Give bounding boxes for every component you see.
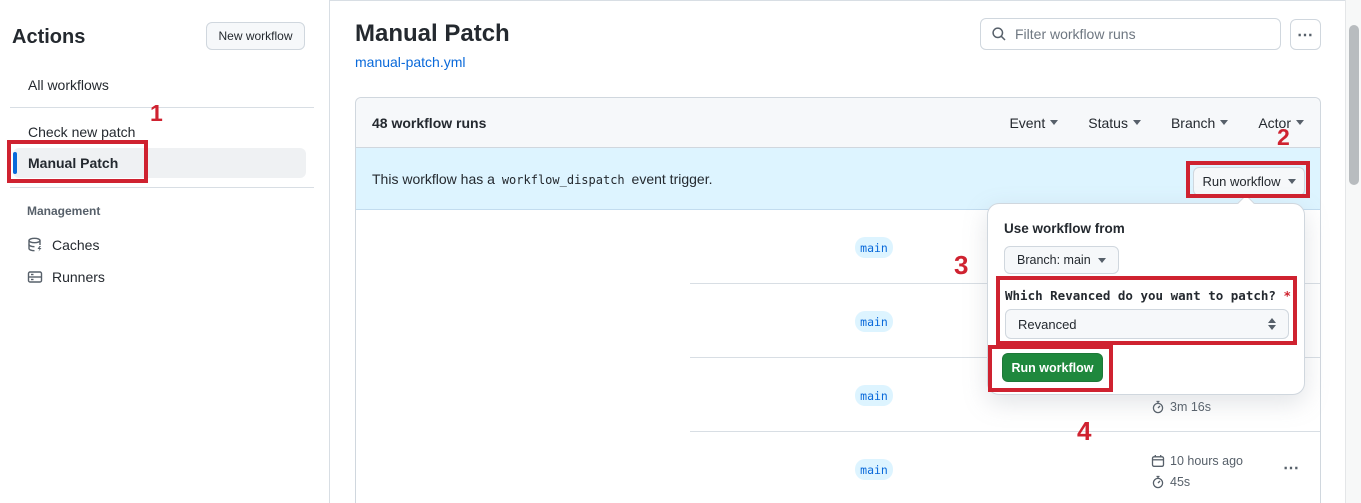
sidebar-item-caches[interactable]: Caches (13, 231, 306, 259)
branch-badge[interactable]: main (855, 237, 893, 258)
branch-badge[interactable]: main (855, 385, 893, 406)
chevron-down-icon (1050, 120, 1059, 125)
banner-text: This workflow has a workflow_dispatch ev… (372, 171, 712, 187)
filter-actor[interactable]: Actor (1258, 115, 1304, 131)
scrollbar-thumb[interactable] (1349, 25, 1359, 185)
branch-badge[interactable]: main (855, 311, 893, 332)
filter-label: Event (1009, 114, 1046, 131)
filter-branch[interactable]: Branch (1170, 114, 1229, 131)
top-border (0, 0, 1361, 1)
stopwatch-icon (1151, 475, 1165, 489)
branch-select-label: Branch: main (1017, 253, 1091, 267)
sidebar-item-runners[interactable]: Runners (13, 263, 306, 291)
run-workflow-dropdown-label: Run workflow (1202, 174, 1281, 189)
run-workflow-dropdown-button[interactable]: Run workflow (1193, 167, 1305, 196)
input-label-text: Which Revanced do you want to patch? (1005, 288, 1276, 303)
annotation-number-1: 1 (150, 100, 163, 126)
sidebar-item-label: All workflows (28, 77, 109, 93)
run-workflow-popup: Use workflow from Branch: main Which Rev… (987, 194, 1305, 395)
use-workflow-from-label: Use workflow from (1004, 221, 1125, 236)
run-duration: 45s (1151, 475, 1190, 489)
sidebar-item-all-workflows[interactable]: All workflows (13, 70, 306, 100)
page-title: Manual Patch (355, 20, 510, 47)
filter-event[interactable]: Event (1009, 114, 1059, 131)
duration-text: 45s (1170, 475, 1191, 489)
run-more-options-button[interactable]: ⋯ (1283, 460, 1300, 477)
sidebar-item-label: Manual Patch (28, 155, 119, 171)
banner-text-before: This workflow has a (372, 170, 495, 187)
new-workflow-button[interactable]: New workflow (206, 22, 305, 50)
stopwatch-icon (1151, 400, 1165, 414)
sidebar-title: Actions (12, 26, 86, 48)
filter-label: Status (1088, 114, 1128, 131)
calendar-icon (1151, 454, 1165, 468)
runs-count: 48 workflow runs (372, 114, 487, 131)
run-time: 10 hours ago (1151, 454, 1243, 468)
chevron-down-icon (1132, 120, 1141, 125)
sidebar-item-label: Runners (52, 269, 105, 285)
branch-select-button[interactable]: Branch: main (1004, 246, 1119, 274)
workflow-input-label: Which Revanced do you want to patch? * (1005, 288, 1291, 303)
revanced-select[interactable]: Revanced (1005, 309, 1289, 339)
sidebar-divider (10, 187, 314, 188)
sidebar-item-manual-patch[interactable]: Manual Patch (13, 148, 306, 178)
filter-label: Actor (1258, 114, 1291, 131)
run-workflow-submit-button[interactable]: Run workflow (1002, 353, 1103, 382)
filter-label: Branch (1170, 114, 1216, 131)
banner-text-after: event trigger. (631, 170, 713, 187)
selected-accent-bar (13, 152, 17, 174)
annotation-number-4: 4 (1077, 416, 1092, 446)
select-updown-icon (1268, 318, 1276, 330)
filter-runs-searchbox[interactable] (980, 18, 1281, 50)
sidebar-item-label: Check new patch (28, 124, 136, 140)
workflow-file-link[interactable]: manual-patch.yml (355, 54, 466, 70)
cache-icon (27, 237, 43, 253)
run-duration: 3m 16s (1151, 400, 1211, 414)
runs-filters: Event Status Branch Actor (1009, 115, 1304, 131)
branch-badge[interactable]: main (855, 459, 893, 480)
sidebar-item-check-new-patch[interactable]: Check new patch (13, 117, 306, 147)
time-text: 10 hours ago (1170, 454, 1243, 468)
workflow-dispatch-banner: This workflow has a workflow_dispatch ev… (356, 148, 1320, 210)
workflow-runs-panel: 48 workflow runs Event Status Branch Act… (355, 97, 1321, 503)
sidebar-item-label: Caches (52, 237, 100, 253)
chevron-down-icon (1220, 120, 1229, 125)
page-more-options-button[interactable]: ⋯ (1290, 19, 1321, 50)
runs-panel-header: 48 workflow runs Event Status Branch Act… (356, 98, 1320, 148)
chevron-down-icon (1097, 257, 1106, 263)
annotation-number-2: 2 (1277, 124, 1290, 150)
required-asterisk: * (1283, 288, 1291, 303)
annotation-number-3: 3 (954, 250, 969, 280)
row-separator (690, 431, 1320, 432)
chevron-down-icon (1296, 120, 1304, 125)
chevron-down-icon (1287, 179, 1296, 184)
banner-code: workflow_dispatch (501, 172, 625, 187)
sidebar-divider (10, 107, 314, 108)
filter-runs-input[interactable] (1015, 26, 1270, 42)
management-section-label: Management (27, 204, 101, 218)
actions-sidebar: Actions New workflow All workflows Check… (0, 0, 330, 503)
page-scrollbar[interactable] (1345, 0, 1361, 503)
filter-status[interactable]: Status (1088, 115, 1141, 131)
search-icon (991, 26, 1007, 42)
revanced-select-value: Revanced (1018, 316, 1077, 332)
runners-icon (27, 269, 43, 285)
duration-text: 3m 16s (1170, 400, 1211, 414)
